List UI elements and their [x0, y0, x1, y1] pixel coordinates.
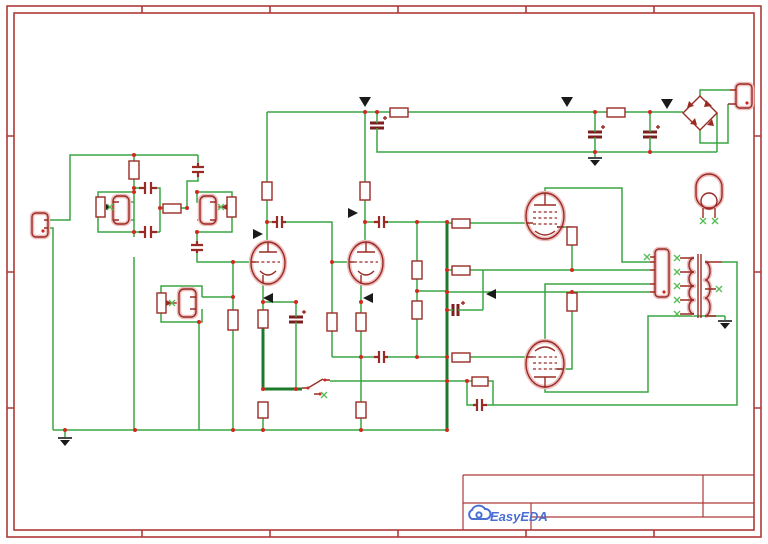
- input-device[interactable]: [197, 193, 219, 227]
- potentiometer[interactable]: [156, 292, 179, 314]
- ground-symbol: [588, 157, 602, 166]
- easyeda-logo-text: EasyEDA: [490, 509, 548, 524]
- easyeda-logo: EasyEDA: [468, 504, 548, 524]
- resistor: [257, 309, 269, 329]
- output-transformer[interactable]: [680, 254, 722, 319]
- resistor: [606, 107, 626, 118]
- resistors-vertical[interactable]: [128, 160, 578, 419]
- electrolytic-capacitor[interactable]: [643, 125, 660, 145]
- net-flag-down: [561, 97, 573, 107]
- resistors-horizontal[interactable]: [162, 107, 626, 387]
- resistor: [471, 376, 489, 387]
- pentode-tube-v3[interactable]: [523, 190, 567, 242]
- net-flag-left: [363, 293, 373, 303]
- net-flag-right: [348, 208, 358, 218]
- capacitor: [139, 182, 157, 194]
- resistor: [411, 300, 423, 320]
- ground-symbol: [718, 320, 732, 329]
- capacitor: [374, 351, 388, 363]
- net-flag-left: [486, 289, 496, 299]
- triode-tube-v1[interactable]: [248, 239, 288, 287]
- resistor: [566, 226, 578, 246]
- pentode-tube-v4[interactable]: [523, 338, 567, 390]
- resistor: [355, 312, 367, 332]
- ground-symbols[interactable]: [58, 157, 732, 446]
- resistor: [451, 352, 471, 363]
- potentiometer[interactable]: [216, 196, 237, 218]
- resistor: [355, 401, 367, 419]
- ground-symbol: [58, 437, 72, 446]
- capacitor: [374, 216, 388, 228]
- noconnect-marks: [106, 203, 723, 399]
- output-connector[interactable]: [650, 246, 672, 300]
- input-device[interactable]: [176, 286, 199, 320]
- wire-layer[interactable]: [48, 89, 738, 437]
- easyeda-cloud-icon: [468, 504, 492, 520]
- input-connector[interactable]: [29, 210, 51, 240]
- resistor: [451, 218, 471, 229]
- electrolytic-capacitor[interactable]: [370, 116, 387, 134]
- input-device[interactable]: [110, 193, 132, 227]
- resistor: [227, 309, 239, 331]
- electrolytic-capacitor[interactable]: [588, 125, 605, 145]
- indicator-tube[interactable]: [693, 171, 725, 218]
- electrolytic-capacitor[interactable]: [289, 310, 306, 328]
- electrolytic-capacitor[interactable]: [450, 301, 465, 316]
- resistor: [359, 181, 371, 201]
- net-flag-right: [253, 229, 263, 239]
- input-devices[interactable]: [110, 193, 219, 320]
- resistor: [162, 203, 182, 214]
- title-block: EasyEDA: [462, 474, 754, 530]
- spdt-switch[interactable]: [302, 378, 330, 396]
- net-flag-left: [263, 293, 273, 303]
- mains-connector[interactable]: [728, 81, 755, 111]
- net-flag-down: [661, 99, 673, 109]
- resistor: [411, 260, 423, 280]
- resistor: [451, 265, 471, 276]
- net-flag-down: [359, 97, 371, 107]
- resistor: [257, 401, 269, 419]
- capacitor: [272, 216, 286, 228]
- selected-wire-layer[interactable]: [261, 222, 449, 430]
- resistor: [389, 107, 409, 118]
- potentiometers[interactable]: [95, 196, 237, 314]
- junction-dots: [63, 110, 652, 432]
- triode-tube-v2[interactable]: [346, 239, 386, 287]
- resistor: [261, 181, 273, 201]
- capacitor: [192, 163, 204, 177]
- resistor: [128, 160, 140, 180]
- polarized-capacitors[interactable]: [289, 116, 660, 328]
- resistor: [566, 292, 578, 312]
- frame-ticks: [7, 6, 761, 537]
- net-flags[interactable]: [253, 97, 673, 303]
- bridge-rectifier[interactable]: [682, 95, 718, 131]
- sheet-frame: [6, 5, 762, 538]
- capacitor: [473, 399, 487, 411]
- capacitor: [139, 226, 157, 238]
- capacitor: [191, 241, 203, 253]
- capacitors[interactable]: [139, 163, 487, 411]
- resistor: [326, 312, 338, 332]
